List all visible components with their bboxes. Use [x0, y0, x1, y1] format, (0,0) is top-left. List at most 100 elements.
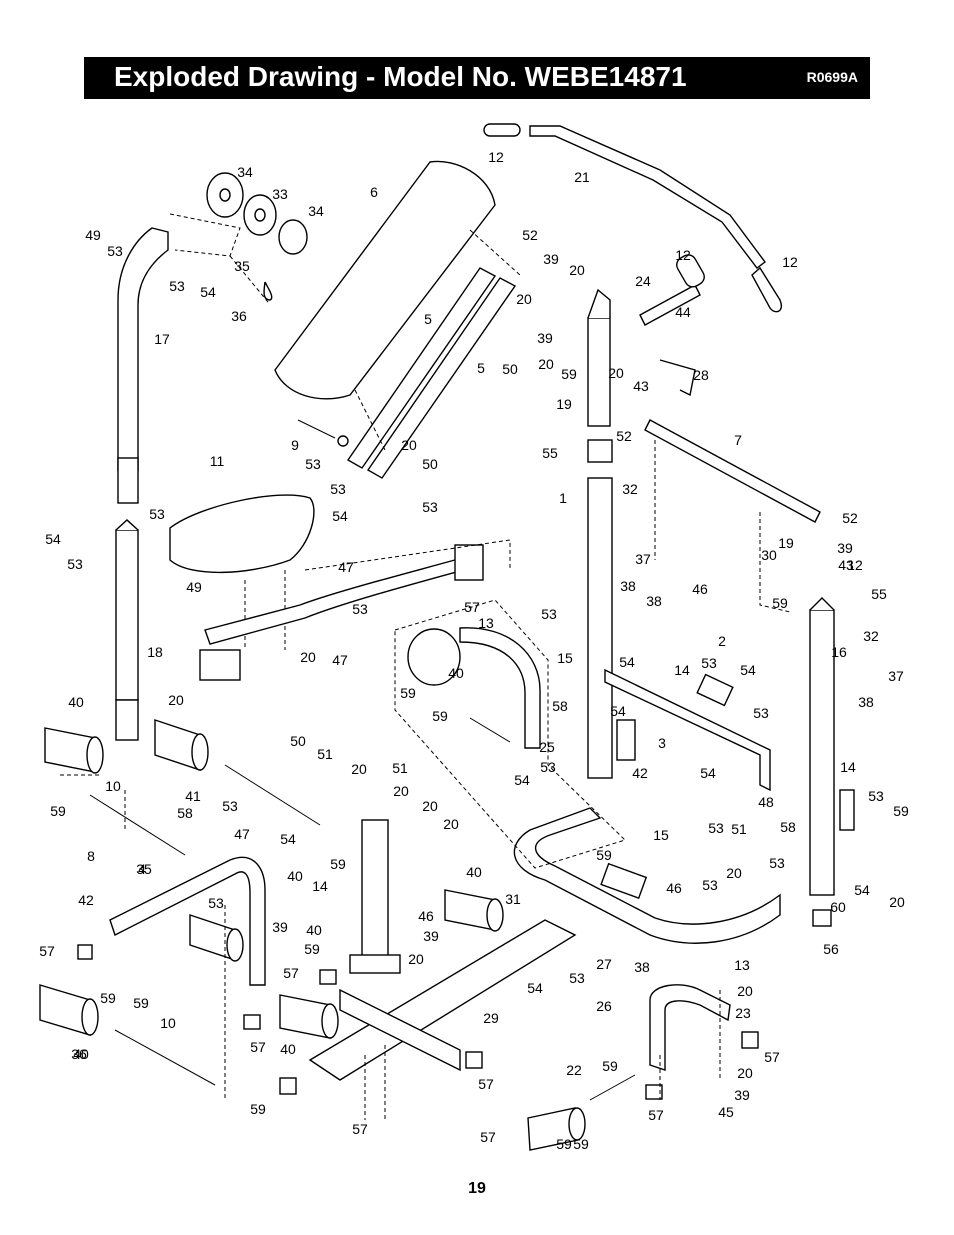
- callout-26: 26: [596, 998, 612, 1014]
- part-18-post: [115, 519, 139, 741]
- callout-53: 53: [701, 655, 717, 671]
- callout-20: 20: [422, 798, 438, 814]
- callout-14: 14: [840, 759, 856, 775]
- callout-28: 28: [693, 367, 709, 383]
- part-57-feet: [77, 909, 832, 1100]
- callout-35: 35: [234, 258, 250, 274]
- callout-33: 33: [272, 186, 288, 202]
- callout-57: 57: [648, 1107, 664, 1123]
- callout-17: 17: [154, 331, 170, 347]
- part-14-plates: [600, 673, 855, 900]
- part-28-pin: [659, 359, 696, 397]
- callout-5: 5: [477, 360, 485, 376]
- callout-46: 46: [666, 880, 682, 896]
- callout-57: 57: [39, 943, 55, 959]
- callout-38: 38: [634, 959, 650, 975]
- part-16-upright: [809, 597, 835, 896]
- callout-21: 21: [574, 169, 590, 185]
- callout-34: 34: [308, 203, 324, 219]
- callout-23: 23: [735, 1005, 751, 1021]
- callout-57: 57: [478, 1076, 494, 1092]
- callout-7: 7: [734, 432, 742, 448]
- callout-40: 40: [280, 1041, 296, 1057]
- callout-20: 20: [737, 983, 753, 999]
- callout-52: 52: [616, 428, 632, 444]
- callout-57: 57: [480, 1129, 496, 1145]
- callout-20: 20: [608, 365, 624, 381]
- callout-53: 53: [753, 705, 769, 721]
- callout-20: 20: [300, 649, 316, 665]
- callout-53: 53: [208, 895, 224, 911]
- part-17-arm: [117, 227, 169, 504]
- callout-54: 54: [854, 882, 870, 898]
- callout-12: 12: [675, 247, 691, 263]
- callout-20: 20: [726, 865, 742, 881]
- callout-57: 57: [250, 1039, 266, 1055]
- callout-38: 38: [646, 593, 662, 609]
- callout-20: 20: [443, 816, 459, 832]
- callout-59: 59: [304, 941, 320, 957]
- callout-60: 60: [830, 899, 846, 915]
- callout-50: 50: [502, 361, 518, 377]
- callout-35: 35: [136, 861, 152, 877]
- callout-18: 18: [147, 644, 163, 660]
- callout-56: 56: [823, 941, 839, 957]
- part-3-crossbar: [604, 668, 771, 792]
- callout-37: 37: [635, 551, 651, 567]
- callout-54: 54: [527, 980, 543, 996]
- callout-59: 59: [330, 856, 346, 872]
- callout-40: 40: [466, 864, 482, 880]
- callout-59: 59: [400, 685, 416, 701]
- callout-51: 51: [731, 821, 747, 837]
- callout-31: 31: [505, 891, 521, 907]
- callout-59: 59: [432, 708, 448, 724]
- part-6-backrest: [274, 160, 496, 400]
- callout-22: 22: [566, 1062, 582, 1078]
- callout-20: 20: [737, 1065, 753, 1081]
- callout-53: 53: [107, 243, 123, 259]
- callout-12: 12: [488, 149, 504, 165]
- callout-54: 54: [332, 508, 348, 524]
- callout-54: 54: [200, 284, 216, 300]
- callout-55: 55: [542, 445, 558, 461]
- part-19-upper-post: [587, 288, 611, 427]
- drawing-code: R0699A: [806, 69, 858, 85]
- callout-39: 39: [734, 1087, 750, 1103]
- callout-20: 20: [538, 356, 554, 372]
- callout-10: 10: [160, 1015, 176, 1031]
- callout-53: 53: [422, 499, 438, 515]
- callout-20: 20: [889, 894, 905, 910]
- part-7-bar: [644, 419, 821, 523]
- callout-57: 57: [464, 599, 480, 615]
- callout-59: 59: [602, 1058, 618, 1074]
- callout-47: 47: [338, 559, 354, 575]
- callout-53: 53: [169, 278, 185, 294]
- callout-53: 53: [330, 481, 346, 497]
- part-9-bolt: [297, 419, 349, 447]
- callout-59: 59: [133, 995, 149, 1011]
- callout-55: 55: [871, 586, 887, 602]
- callout-20: 20: [516, 291, 532, 307]
- part-11-seat: [169, 494, 315, 574]
- callout-39: 39: [543, 251, 559, 267]
- callout-40: 40: [306, 922, 322, 938]
- callout-40: 40: [73, 1046, 89, 1062]
- callout-50: 50: [290, 733, 306, 749]
- callout-9: 9: [291, 437, 299, 453]
- callout-11: 11: [210, 453, 225, 469]
- callout-30: 30: [761, 547, 777, 563]
- callout-59: 59: [556, 1136, 572, 1152]
- callout-36: 36: [231, 308, 247, 324]
- callout-59: 59: [100, 990, 116, 1006]
- callout-19: 19: [778, 535, 794, 551]
- callout-20: 20: [569, 262, 585, 278]
- callout-24: 24: [635, 273, 651, 289]
- part-5-rails: [346, 267, 517, 479]
- callout-25: 25: [539, 739, 555, 755]
- page-number: 19: [468, 1180, 486, 1197]
- callout-53: 53: [352, 601, 368, 617]
- callout-45: 45: [718, 1104, 734, 1120]
- part-27-base: [513, 807, 781, 944]
